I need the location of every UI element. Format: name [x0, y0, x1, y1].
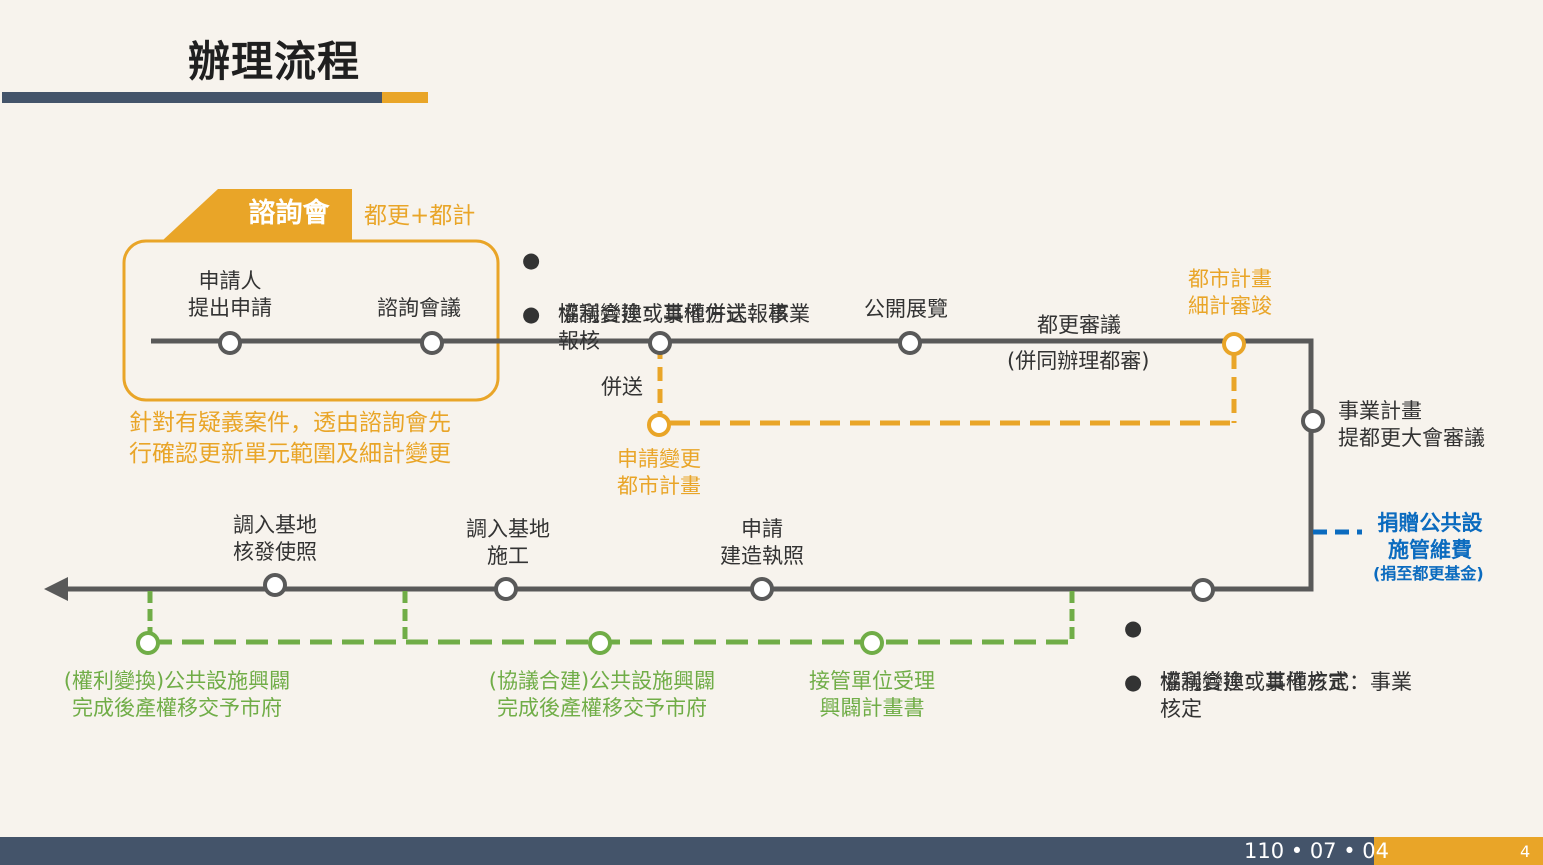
consult-tab-label: 諮詢會: [248, 198, 330, 229]
footer-bar-gold: [1374, 837, 1543, 865]
urban-plan-review-label: 都市計畫 細計審竣: [1188, 267, 1272, 318]
node-applicant: [218, 331, 242, 355]
page-number: 4: [1520, 842, 1531, 861]
consult-box: [122, 239, 500, 402]
bullet-dot: ●: [1124, 616, 1143, 640]
bottom-bullet-2: ● 權利變換：事權核定: [1124, 670, 1349, 694]
page-title: 辦理流程: [188, 37, 361, 86]
top-bullet-1: ● 協議合建或其他方式：事業 報核: [522, 248, 810, 353]
review-label: 都更審議: [1037, 313, 1121, 337]
donation-label: 捐贈公共設 施管維費: [1377, 511, 1483, 562]
node-consult-meeting: [420, 331, 444, 355]
donation-note: (捐至都更基金): [1373, 564, 1484, 583]
bullet-dot: ●: [522, 248, 541, 272]
footer-bar-navy: [0, 837, 1374, 865]
use-permit-label: 調入基地 核發使照: [233, 513, 317, 564]
public-display-label: 公開展覽: [864, 297, 948, 321]
footer-date: 110 • 07 • 04: [1244, 839, 1390, 863]
takeover-label: 接管單位受理 興闢計畫書: [809, 669, 935, 720]
parallel-label: 併送: [601, 375, 643, 399]
node-use-permit: [263, 573, 287, 597]
consult-tab: [163, 189, 352, 240]
node-construction: [494, 577, 518, 601]
node-council-review: [1301, 409, 1325, 433]
applicant-label: 申請人 提出申請: [188, 269, 272, 320]
top-bullet-2: ● 權利變換：事權併送報核: [522, 302, 789, 326]
bullet-dot: ●: [1124, 670, 1143, 694]
apply-permit-label: 申請 建造執照: [720, 517, 804, 568]
consult-meeting-label: 諮詢會議: [377, 296, 461, 320]
apply-change-label: 申請變更 都市計畫: [617, 447, 701, 498]
node-report: [648, 331, 672, 355]
node-takeover: [860, 631, 884, 655]
consult-subtitle: 都更+都計: [364, 203, 476, 229]
bullet-dot: ●: [522, 302, 541, 326]
bottom-bullet-1: ● 協議合建或其他方式：事業 核定: [1124, 616, 1412, 721]
flow-arrowhead: [44, 577, 68, 601]
review-note: (併同辦理都審): [1007, 349, 1150, 373]
consult-note: 針對有疑義案件，透由諮詢會先 行確認更新單元範圍及細計變更: [129, 410, 451, 467]
title-underline-gold: [382, 92, 428, 103]
node-handover-rights: [136, 631, 160, 655]
node-building-permit: [750, 577, 774, 601]
node-public-display: [898, 331, 922, 355]
construction-label: 調入基地 施工: [466, 517, 550, 568]
main-flow-line: [62, 338, 1314, 592]
node-approval: [1191, 578, 1215, 602]
title-underline-navy: [2, 92, 382, 103]
handover-rights-label: (權利變換)公共設施興闢 完成後產權移交予市府: [63, 669, 291, 720]
node-apply-change: [647, 413, 671, 437]
council-review-label: 事業計畫 提都更大會審議: [1338, 399, 1485, 450]
handover-coop-label: (協議合建)公共設施興闢 完成後產權移交予市府: [488, 669, 716, 720]
node-handover-coop: [588, 631, 612, 655]
node-urban-plan-review: [1222, 332, 1246, 356]
